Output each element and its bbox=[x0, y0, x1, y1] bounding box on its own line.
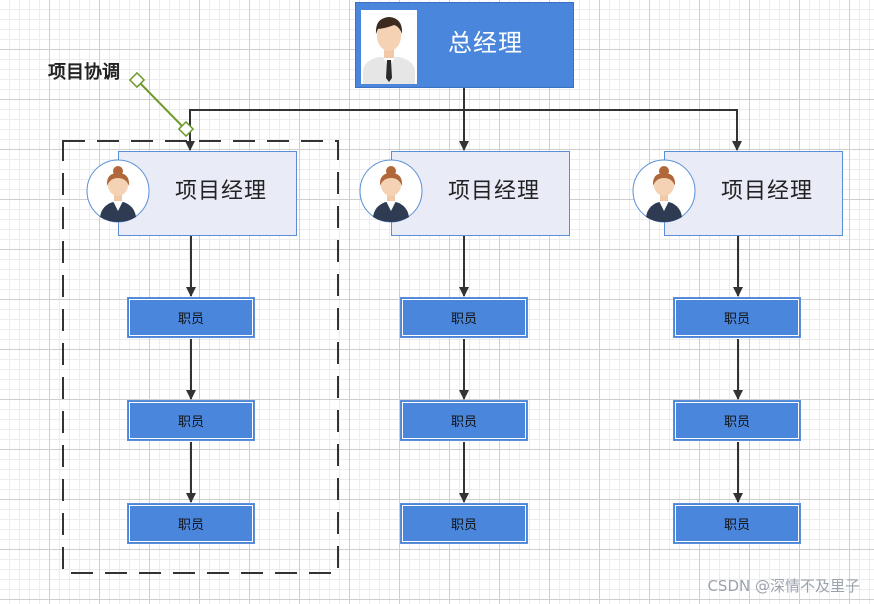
gm-to-pm1-connector[interactable] bbox=[185, 88, 465, 151]
coordination-label[interactable]: 项目协调 bbox=[48, 62, 120, 83]
employee-label: 职员 bbox=[450, 415, 477, 430]
employee-node[interactable]: 职员 bbox=[127, 297, 255, 338]
project-manager-title: 项目经理 bbox=[721, 179, 814, 204]
employee-label: 职员 bbox=[723, 312, 750, 327]
female-avatar-icon bbox=[632, 159, 696, 223]
employee-label: 职员 bbox=[450, 518, 477, 533]
employee-label: 职员 bbox=[177, 518, 204, 533]
employee-label: 职员 bbox=[177, 415, 204, 430]
female-avatar-icon bbox=[359, 159, 423, 223]
employee-node[interactable]: 职员 bbox=[400, 503, 528, 544]
employee-label: 职员 bbox=[723, 518, 750, 533]
female-avatar-icon bbox=[86, 159, 150, 223]
gm-to-pm3-connector[interactable] bbox=[464, 109, 742, 151]
coordination-link-end-diamond[interactable] bbox=[177, 120, 195, 138]
project-manager-node-1[interactable]: 项目经理 bbox=[118, 151, 297, 236]
employee-node[interactable]: 职员 bbox=[127, 503, 255, 544]
project-manager-title: 项目经理 bbox=[448, 179, 541, 204]
male-businessman-avatar-icon bbox=[361, 10, 417, 84]
coordination-link-start-diamond[interactable] bbox=[128, 71, 146, 89]
coordination-link[interactable] bbox=[137, 80, 187, 131]
employee-node[interactable]: 职员 bbox=[673, 400, 801, 441]
general-manager-node[interactable]: 总经理 bbox=[355, 2, 574, 88]
employee-node[interactable]: 职员 bbox=[673, 297, 801, 338]
employee-node[interactable]: 职员 bbox=[127, 400, 255, 441]
employee-label: 职员 bbox=[177, 312, 204, 327]
employee-node[interactable]: 职员 bbox=[400, 400, 528, 441]
employee-node[interactable]: 职员 bbox=[673, 503, 801, 544]
employee-node[interactable]: 职员 bbox=[400, 297, 528, 338]
employee-label: 职员 bbox=[450, 312, 477, 327]
employee-label: 职员 bbox=[723, 415, 750, 430]
project-manager-title: 项目经理 bbox=[175, 179, 268, 204]
project-group-frame bbox=[62, 140, 339, 574]
general-manager-title: 总经理 bbox=[448, 29, 523, 57]
watermark: CSDN @深情不及里子 bbox=[707, 577, 860, 595]
